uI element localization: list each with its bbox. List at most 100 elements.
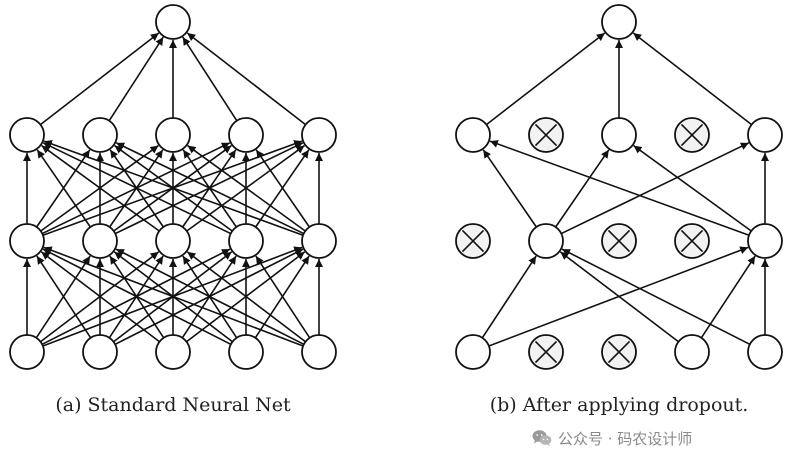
dropout-cross-icon bbox=[680, 229, 704, 253]
edge-h1-5-to-h2-1 bbox=[43, 140, 304, 236]
edge-h1-2-to-h2-1 bbox=[36, 149, 92, 228]
edge-h1-5-to-h2-3 bbox=[633, 144, 752, 232]
dropped-neuron-in-2 bbox=[528, 334, 564, 370]
edge-in-5-to-h1-1 bbox=[43, 246, 304, 347]
neuron-h2-1 bbox=[9, 117, 45, 153]
watermark: 公众号 · 码农设计师 bbox=[532, 427, 692, 449]
dropped-neuron-h2-4 bbox=[674, 117, 710, 153]
neuron-circle bbox=[155, 334, 191, 370]
edge-h1-4-to-h2-1 bbox=[42, 142, 232, 235]
neuron-in-4 bbox=[674, 334, 710, 370]
neuron-circle bbox=[301, 334, 337, 370]
edge-in-5-to-h1-4 bbox=[255, 255, 311, 339]
neuron-circle bbox=[82, 117, 118, 153]
dropout-net-panel: (b) After applying dropout. bbox=[455, 4, 783, 416]
edge-h1-5-to-h2-1 bbox=[489, 140, 750, 236]
neuron-out-1 bbox=[601, 4, 637, 40]
edge-h1-5-to-h2-2 bbox=[115, 142, 305, 235]
neuron-h1-1 bbox=[9, 223, 45, 259]
edge-in-2-to-h1-1 bbox=[36, 255, 92, 339]
neuron-h2-4 bbox=[228, 117, 264, 153]
neuron-circle bbox=[9, 223, 45, 259]
dropout-net-nodes bbox=[455, 4, 783, 370]
neuron-in-5 bbox=[301, 334, 337, 370]
neuron-in-3 bbox=[155, 334, 191, 370]
neuron-circle bbox=[601, 117, 637, 153]
neuron-circle bbox=[228, 117, 264, 153]
neuron-h1-5 bbox=[747, 223, 783, 259]
edge-h1-5-to-h2-4 bbox=[255, 149, 311, 228]
neuron-h2-3 bbox=[155, 117, 191, 153]
neuron-circle bbox=[82, 334, 118, 370]
edge-h2-1-to-out-1 bbox=[485, 32, 606, 126]
neuron-h2-2 bbox=[82, 117, 118, 153]
neuron-h1-3 bbox=[155, 223, 191, 259]
neuron-h1-5 bbox=[301, 223, 337, 259]
dropped-neuron-h1-1 bbox=[455, 223, 491, 259]
neuron-in-5 bbox=[747, 334, 783, 370]
neuron-in-1 bbox=[455, 334, 491, 370]
edge-h2-5-to-out-1 bbox=[632, 32, 753, 126]
dropout-cross-icon bbox=[534, 123, 558, 147]
caption-standard-net: (a) Standard Neural Net bbox=[55, 394, 291, 416]
neuron-circle bbox=[601, 4, 637, 40]
edge-h2-1-to-out-1 bbox=[39, 32, 160, 126]
neuron-circle bbox=[301, 223, 337, 259]
neuron-circle bbox=[9, 117, 45, 153]
standard-net-nodes bbox=[9, 4, 337, 370]
dropout-cross-icon bbox=[680, 123, 704, 147]
edge-h2-5-to-out-1 bbox=[186, 32, 307, 126]
neuron-in-4 bbox=[228, 334, 264, 370]
watermark-text: 公众号 · 码农设计师 bbox=[558, 429, 693, 448]
edge-in-3-to-h1-1 bbox=[40, 251, 160, 343]
edge-in-1-to-h1-2 bbox=[481, 255, 537, 339]
neuron-circle bbox=[747, 117, 783, 153]
edge-in-1-to-h1-5 bbox=[488, 246, 749, 347]
neuron-circle bbox=[747, 334, 783, 370]
neuron-in-1 bbox=[9, 334, 45, 370]
neuron-circle bbox=[301, 117, 337, 153]
neuron-in-2 bbox=[82, 334, 118, 370]
neuron-circle bbox=[155, 4, 191, 40]
neuron-circle bbox=[9, 334, 45, 370]
standard-net-edges bbox=[23, 32, 323, 347]
dropped-neuron-h1-4 bbox=[674, 223, 710, 259]
neuron-h2-5 bbox=[301, 117, 337, 153]
caption-dropout-net: (b) After applying dropout. bbox=[490, 394, 749, 416]
standard-net-panel: (a) Standard Neural Net bbox=[9, 4, 337, 416]
wechat-icon bbox=[532, 430, 552, 446]
dropped-neuron-h1-3 bbox=[601, 223, 637, 259]
edge-in-5-to-h1-2 bbox=[115, 248, 305, 346]
neuron-out-1 bbox=[155, 4, 191, 40]
neuron-h1-4 bbox=[228, 223, 264, 259]
neuron-circle bbox=[455, 117, 491, 153]
dropout-cross-icon bbox=[461, 229, 485, 253]
edge-h1-2-to-h2-3 bbox=[554, 149, 610, 228]
neuron-h1-2 bbox=[528, 223, 564, 259]
neuron-circle bbox=[528, 223, 564, 259]
dropout-cross-icon bbox=[607, 340, 631, 364]
edge-h1-5-to-h2-3 bbox=[187, 144, 306, 232]
edge-in-4-to-h1-5 bbox=[700, 255, 756, 339]
edge-in-4-to-h1-1 bbox=[42, 248, 232, 346]
edge-h1-3-to-h2-1 bbox=[41, 144, 160, 232]
dropout-cross-icon bbox=[534, 340, 558, 364]
edge-in-5-to-h1-2 bbox=[561, 248, 751, 346]
dropout-net-edges bbox=[481, 32, 769, 347]
neuron-circle bbox=[228, 334, 264, 370]
neuron-h1-2 bbox=[82, 223, 118, 259]
neuron-h2-5 bbox=[747, 117, 783, 153]
edge-h1-2-to-h2-5 bbox=[560, 142, 750, 235]
neuron-circle bbox=[82, 223, 118, 259]
dropped-neuron-h2-2 bbox=[528, 117, 564, 153]
neuron-circle bbox=[747, 223, 783, 259]
neuron-circle bbox=[228, 223, 264, 259]
dropout-cross-icon bbox=[607, 229, 631, 253]
edge-h1-2-to-h2-1 bbox=[482, 149, 538, 228]
neuron-circle bbox=[155, 223, 191, 259]
neuron-circle bbox=[455, 334, 491, 370]
neuron-h2-3 bbox=[601, 117, 637, 153]
dropped-neuron-in-3 bbox=[601, 334, 637, 370]
